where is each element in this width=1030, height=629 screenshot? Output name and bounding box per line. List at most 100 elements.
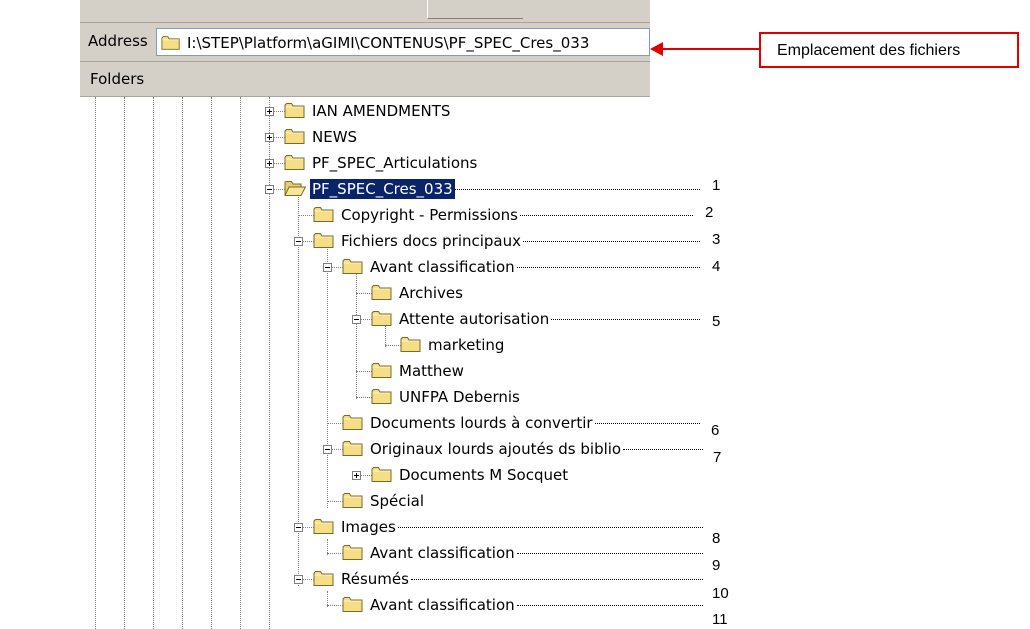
leader-line (516, 605, 703, 606)
leader-line (516, 553, 703, 554)
tree-connector (356, 293, 374, 294)
tree-guide-line (182, 97, 183, 629)
leader-line (516, 267, 700, 268)
tree-connector (327, 539, 328, 555)
tree-node-label: Avant classification (370, 544, 515, 562)
tree-node-label: UNFPA Debernis (399, 388, 520, 406)
tree-node-label: Fichiers docs principaux (341, 232, 522, 250)
collapse-icon[interactable] (352, 315, 361, 324)
folder-icon (342, 595, 364, 613)
tree-connector (327, 245, 328, 508)
leader-line (623, 449, 703, 450)
tree-connector (385, 323, 386, 347)
collapse-icon[interactable] (323, 263, 332, 272)
leader-line (397, 527, 703, 528)
tree-connector (327, 423, 345, 424)
tree-guide-line (124, 97, 125, 629)
tree-node-label: NEWS (312, 128, 358, 146)
tree-node-label: Matthew (399, 362, 464, 380)
tree-connector (269, 189, 287, 190)
folders-pane-title: Folders (90, 70, 145, 88)
annotation-number: 1 (712, 177, 721, 194)
tree-connector (269, 97, 270, 189)
folder-icon (371, 361, 393, 379)
callout-arrow-head-icon (650, 42, 663, 56)
folders-pane-header: Folders (80, 62, 650, 97)
collapse-icon[interactable] (294, 237, 303, 246)
tree-guide-line (240, 97, 241, 629)
leader-line (551, 319, 700, 320)
annotation-number: 8 (712, 530, 721, 547)
folder-icon (161, 34, 181, 51)
annotation-number: 2 (705, 204, 714, 221)
tree-node-label: Spécial (370, 492, 425, 510)
folder-icon (400, 335, 422, 353)
annotation-number: 5 (712, 313, 721, 330)
collapse-icon[interactable] (294, 523, 303, 532)
tree-node-label: Originaux lourds ajoutés ds biblio (370, 440, 622, 458)
expand-icon[interactable] (265, 159, 274, 168)
tree-connector (269, 137, 287, 138)
tree-node-label: Avant classification (370, 596, 515, 614)
expand-icon[interactable] (265, 133, 274, 142)
collapse-icon[interactable] (294, 575, 303, 584)
expand-icon[interactable] (352, 471, 361, 480)
tree-node-label: Attente autorisation (399, 310, 550, 328)
folder-icon (342, 439, 364, 457)
folder-icon (284, 127, 306, 145)
toolbar-ridge (427, 0, 523, 19)
folder-icon (342, 413, 364, 431)
folder-icon (284, 101, 306, 119)
tree-guide-line (95, 97, 96, 629)
annotation-number: 10 (712, 585, 729, 602)
annotation-number: 7 (713, 449, 722, 466)
tree-guide-line (269, 97, 270, 629)
tree-connector (356, 397, 374, 398)
tree-node-label: Avant classification (370, 258, 515, 276)
tree-connector (327, 501, 345, 502)
toolbar-strip (80, 0, 650, 23)
callout-box: Emplacement des fichiers (759, 32, 1019, 68)
tree-connector (356, 475, 374, 476)
tree-node-label: Images (341, 518, 396, 536)
folder-tree (80, 97, 650, 629)
tree-connector (327, 449, 345, 450)
folder-icon (313, 517, 335, 535)
tree-node-label: PF_SPEC_Cres_033 (309, 178, 456, 200)
folder-icon (371, 465, 393, 483)
address-input[interactable]: I:\STEP\Platform\aGIMI\CONTENUS\PF_SPEC_… (156, 28, 650, 56)
tree-node-label: Copyright - Permissions (341, 206, 518, 224)
leader-line (519, 215, 693, 216)
tree-connector (327, 267, 345, 268)
tree-connector (385, 345, 403, 346)
open-folder-icon (284, 179, 306, 197)
collapse-icon[interactable] (323, 445, 332, 454)
tree-connector (356, 371, 374, 372)
tree-connector (356, 319, 374, 320)
folder-icon (313, 569, 335, 587)
tree-node-label: PF_SPEC_Articulations (312, 154, 478, 172)
collapse-icon[interactable] (265, 185, 274, 194)
folder-icon (342, 257, 364, 275)
address-bar: Address I:\STEP\Platform\aGIMI\CONTENUS\… (80, 23, 650, 62)
annotation-number: 11 (712, 611, 728, 628)
tree-node-label: marketing (428, 336, 505, 354)
tree-connector (298, 193, 299, 586)
folder-icon (371, 283, 393, 301)
annotation-number: 6 (711, 422, 720, 439)
leader-line (410, 579, 703, 580)
folder-icon (313, 231, 335, 249)
tree-connector (298, 215, 316, 216)
callout-arrow-line (662, 48, 759, 50)
address-path: I:\STEP\Platform\aGIMI\CONTENUS\PF_SPEC_… (187, 34, 590, 52)
tree-node-label: Résumés (341, 570, 409, 588)
explorer-window: Address I:\STEP\Platform\aGIMI\CONTENUS\… (80, 0, 650, 629)
folder-icon (284, 153, 306, 171)
leader-line (594, 423, 700, 424)
folder-icon (342, 491, 364, 509)
tree-node-label: IAN AMENDMENTS (312, 102, 451, 120)
tree-connector (356, 271, 357, 399)
callout-text: Emplacement des fichiers (777, 42, 961, 59)
tree-connector (269, 111, 287, 112)
expand-icon[interactable] (265, 107, 274, 116)
